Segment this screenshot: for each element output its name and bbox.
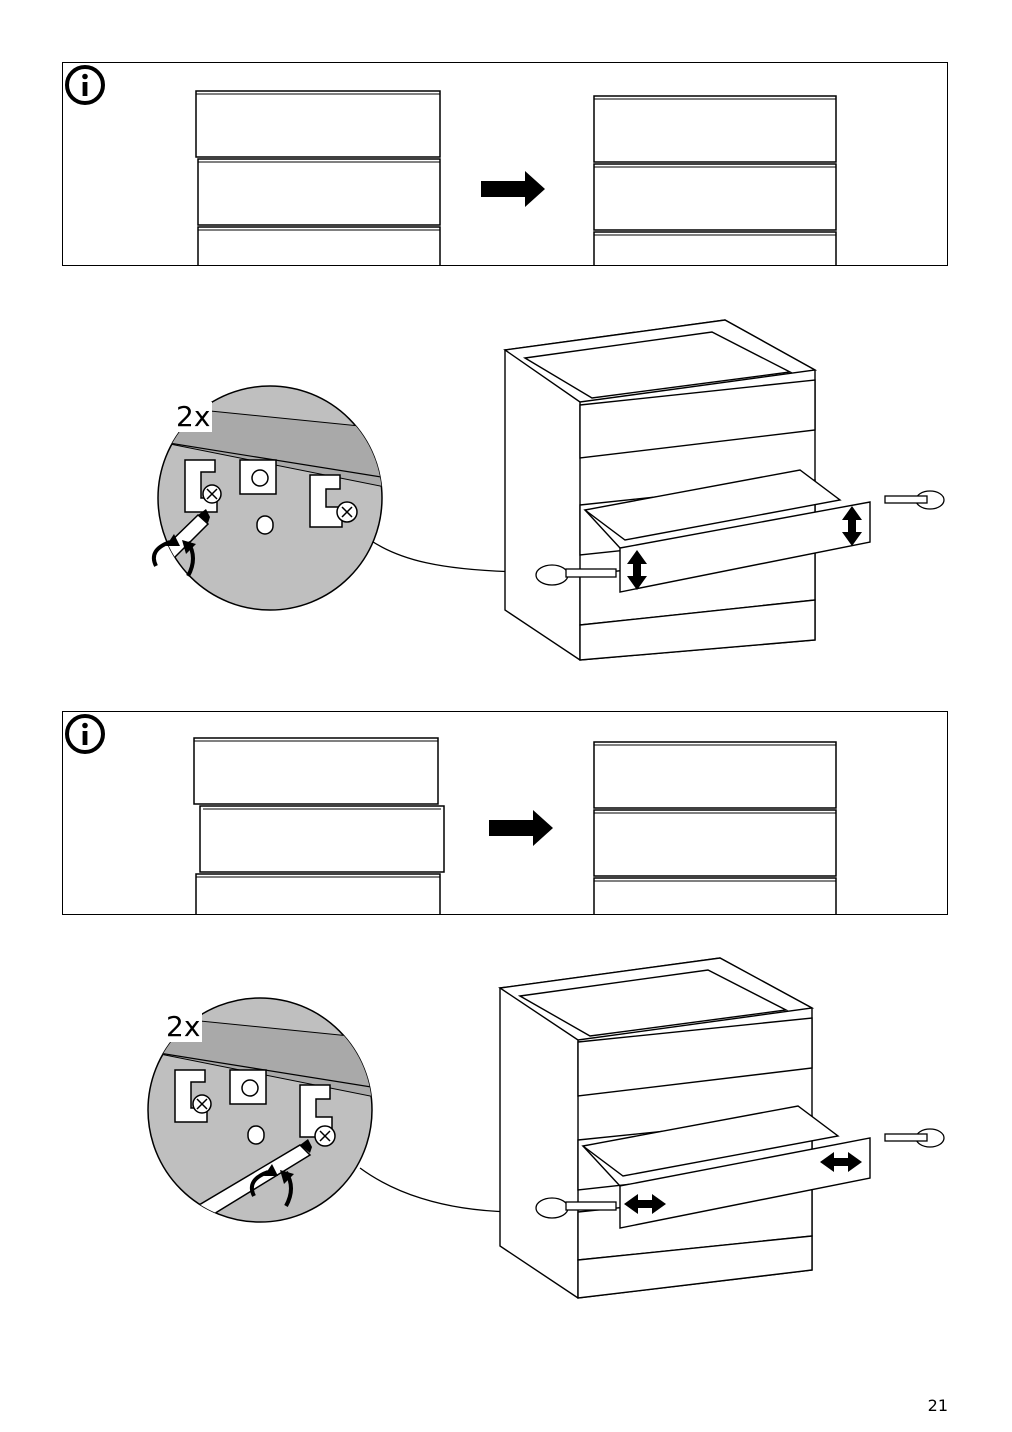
- rotate-arrow-icon: [151, 540, 171, 567]
- before-drawer-fronts: [195, 90, 441, 265]
- quantity-label: 2x: [164, 1010, 203, 1043]
- drawer-front-middle: [197, 158, 441, 226]
- info-icon: [65, 714, 105, 754]
- drawer-front-top: [195, 90, 441, 158]
- cabinet-2: [498, 957, 871, 1299]
- after-drawer-fronts: [593, 95, 837, 265]
- drawer-front-top: [193, 737, 439, 805]
- info-panel-1: [62, 62, 948, 266]
- step-1-illustration: 2x: [100, 310, 960, 690]
- callout-line: [359, 1167, 521, 1213]
- after-drawer-fronts: [593, 741, 837, 914]
- drawer-front-bottom: [195, 873, 441, 914]
- panel-2-illustration: [193, 737, 837, 914]
- cabinet-1: [503, 319, 871, 661]
- before-drawer-fronts: [193, 737, 445, 914]
- info-icon: [65, 65, 105, 105]
- double-arrow-icon: [624, 1152, 862, 1214]
- arrow-right-icon: [481, 171, 545, 207]
- screwdriver-icon: [535, 490, 945, 586]
- rotate-arrow-icon: [249, 1170, 269, 1197]
- info-panel-2: [62, 711, 948, 915]
- detail-circle: [147, 997, 373, 1223]
- double-arrow-icon: [627, 506, 862, 590]
- panel-1-illustration: [195, 90, 837, 265]
- arrow-right-icon: [489, 810, 553, 846]
- page-number: 21: [927, 1396, 948, 1415]
- drawer-front-bottom: [197, 226, 441, 265]
- screwdriver-icon: [535, 1128, 945, 1219]
- callout-line: [369, 539, 521, 573]
- drawer-front-middle: [199, 805, 445, 873]
- step-2-drawing: [147, 957, 945, 1299]
- step-2-illustration: 2x: [100, 950, 960, 1330]
- step-1-drawing: [151, 319, 945, 661]
- detail-circle: [151, 385, 383, 611]
- quantity-label: 2x: [174, 400, 213, 433]
